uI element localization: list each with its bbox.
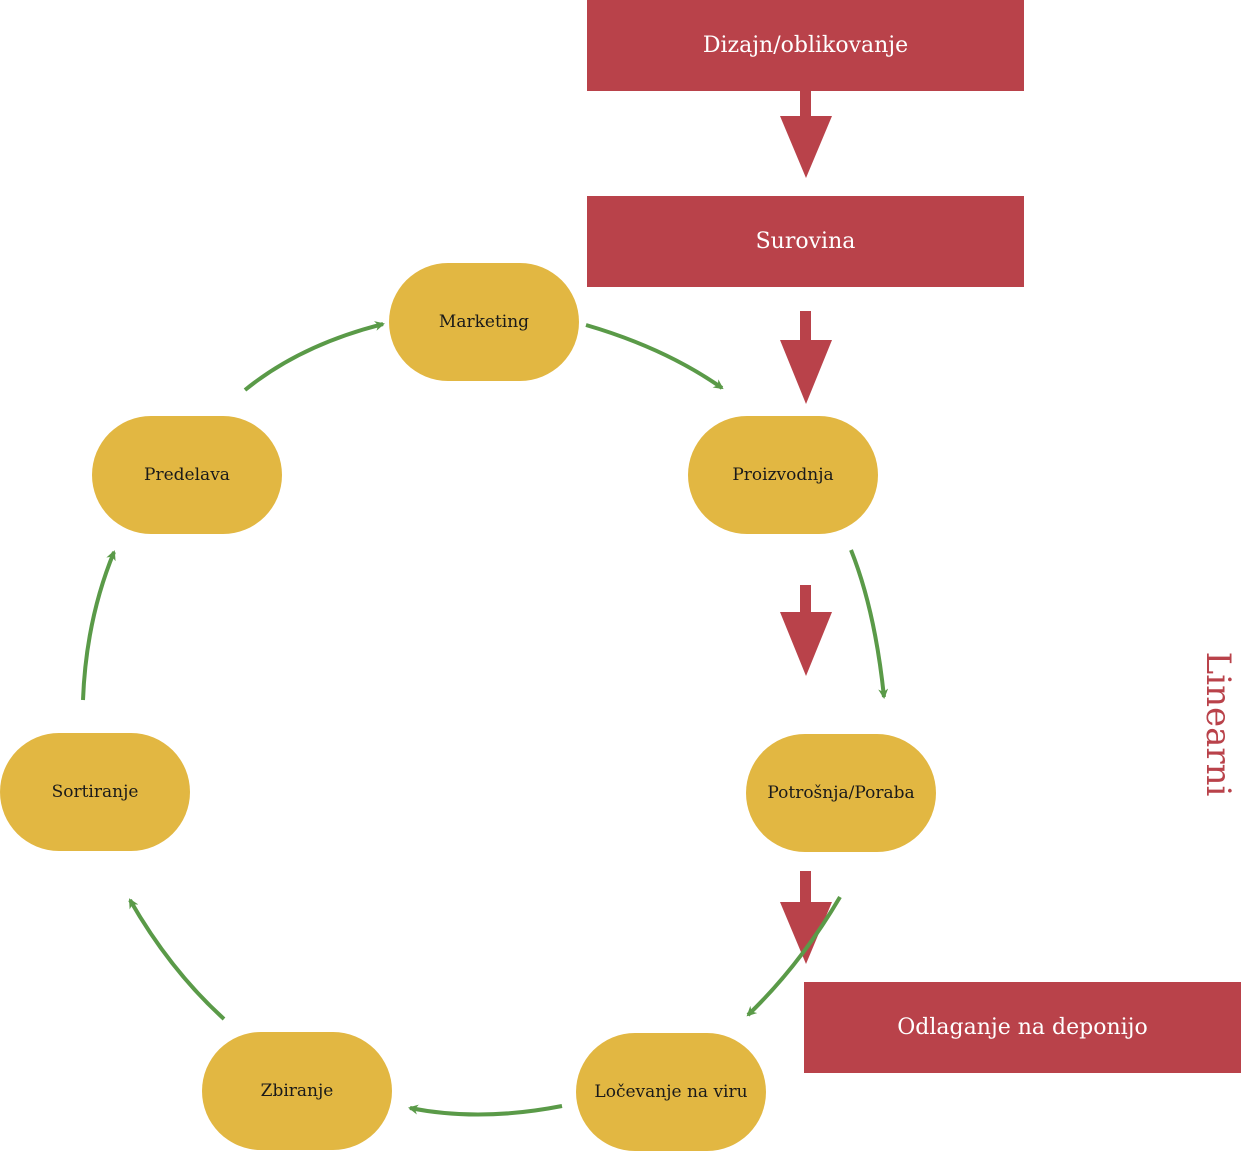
recycling-node: Predelava: [92, 416, 282, 534]
disposal-box: Odlaganje na deponijo: [804, 982, 1241, 1073]
raw-material-label: Surovina: [755, 229, 856, 254]
linear-arrow-raw-to-production: [780, 311, 832, 404]
consumption-label: Potrošnja/Poraba: [767, 783, 915, 803]
separation-node: Ločevanje na viru: [576, 1033, 766, 1151]
linear-model-label: Linearni: [1198, 651, 1238, 797]
collection-node: Zbiranje: [202, 1032, 392, 1150]
separation-label: Ločevanje na viru: [594, 1082, 748, 1102]
cycle-arrow-consumption-to-separation: [746, 895, 842, 1017]
production-node: Proizvodnja: [688, 416, 878, 534]
cycle-arrow-recycling-to-marketing: [243, 321, 385, 392]
cycle-arrow-collection-to-sorting: [128, 898, 226, 1021]
sorting-label: Sortiranje: [51, 782, 139, 802]
linear-arrow-production-to-consumption: [780, 585, 832, 676]
consumption-node: Potrošnja/Poraba: [746, 734, 936, 852]
raw-material-box: Surovina: [587, 196, 1024, 287]
linear-arrow-design-to-raw: [780, 91, 832, 178]
production-label: Proizvodnja: [732, 465, 834, 485]
cycle-arrow-separation-to-collection: [408, 1104, 563, 1117]
sorting-node: Sortiranje: [0, 733, 190, 851]
recycling-label: Predelava: [144, 465, 230, 485]
disposal-label: Odlaganje na deponijo: [897, 1015, 1148, 1040]
collection-label: Zbiranje: [260, 1081, 334, 1101]
marketing-label: Marketing: [438, 312, 530, 332]
linear-arrow-consumption-to-disposal: [780, 871, 832, 964]
design-label: Dizajn/oblikovanje: [702, 33, 909, 58]
cycle-arrow-marketing-to-production: [585, 323, 724, 390]
cycle-arrow-production-to-consumption: [849, 549, 889, 699]
marketing-node: Marketing: [389, 263, 579, 381]
cycle-arrow-sorting-to-recycling: [81, 550, 116, 701]
design-box: Dizajn/oblikovanje: [587, 0, 1024, 91]
